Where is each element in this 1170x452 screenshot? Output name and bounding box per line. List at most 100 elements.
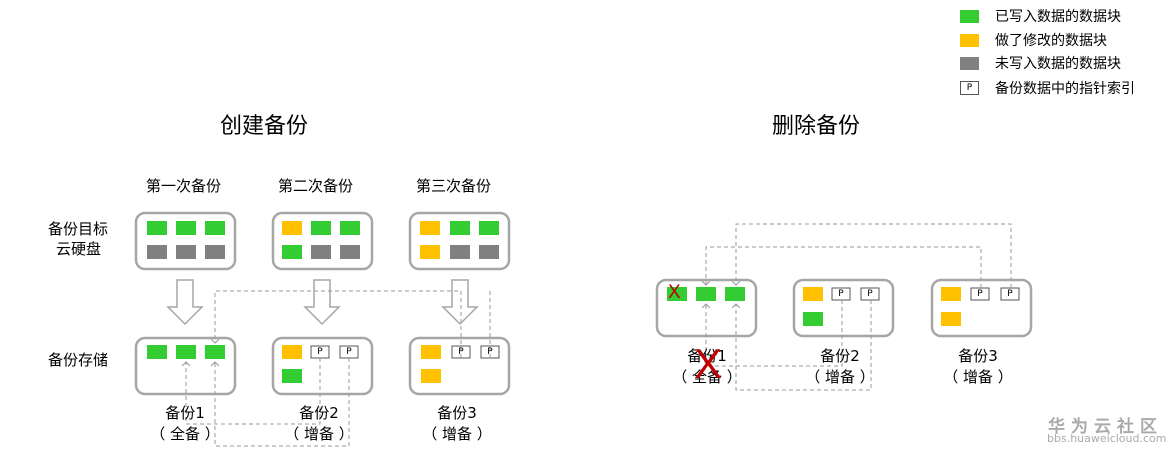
data-block	[147, 221, 167, 235]
data-block	[176, 345, 196, 359]
backup-caption-2: 备份2 （ 增备 ）	[279, 403, 359, 445]
data-block	[941, 312, 961, 326]
backup-name: 备份1	[687, 347, 727, 365]
data-block	[421, 369, 441, 383]
delete-caption-2: 备份2 （ 增备 ）	[800, 346, 880, 388]
backup-arrow-1	[166, 279, 204, 326]
pointer-label: P	[867, 289, 873, 299]
data-block	[205, 221, 225, 235]
backup-name: 备份1	[165, 404, 205, 422]
pointer-swatch: P	[960, 81, 979, 95]
pointer-label: P	[838, 289, 844, 299]
legend-item-written: 已写入数据的数据块	[960, 6, 1121, 26]
row-label-storage: 备份存储	[48, 351, 109, 369]
backup-type: （ 增备 ）	[284, 425, 354, 443]
data-block	[421, 345, 441, 359]
backup-caption-3: 备份3 （ 增备 ）	[417, 403, 497, 445]
pointer-label: P	[317, 347, 323, 357]
legend-label: 未写入数据的数据块	[995, 56, 1121, 72]
data-block	[282, 221, 302, 235]
delete-backup-title: 删除备份	[772, 114, 861, 139]
watermark-url: bbs.huaweicloud.com	[1047, 432, 1167, 445]
backup-type: （ 增备 ）	[805, 368, 875, 386]
legend-item-pointer: P 备份数据中的指针索引	[960, 78, 1135, 98]
backup-arrow-3	[441, 279, 479, 326]
data-block	[340, 245, 360, 259]
pointer-block	[831, 287, 851, 301]
data-block	[803, 287, 823, 301]
backup-type: （ 全备 ）	[672, 368, 742, 386]
delete-caption-3: 备份3 （ 增备 ）	[938, 346, 1018, 388]
data-block	[340, 221, 360, 235]
legend-item-unwritten: 未写入数据的数据块	[960, 53, 1121, 73]
data-block	[205, 245, 225, 259]
delete-caption-1: 备份1 （ 全备 ）	[667, 346, 747, 388]
data-block	[205, 345, 225, 359]
backup-caption-1: 备份1 （ 全备 ）	[145, 403, 225, 445]
data-block	[667, 287, 687, 301]
backup-name: 备份2	[820, 347, 860, 365]
backup-name: 备份2	[299, 404, 339, 422]
column-label-first: 第一次备份	[146, 177, 222, 195]
pointer-block	[860, 287, 880, 301]
legend-label: 已写入数据的数据块	[995, 9, 1121, 25]
data-block	[311, 245, 331, 259]
data-block	[176, 221, 196, 235]
data-block	[282, 245, 302, 259]
disk-frame-1	[134, 211, 237, 271]
disk-frame-3	[408, 211, 511, 271]
data-block	[803, 312, 823, 326]
data-block	[176, 245, 196, 259]
legend-label: 备份数据中的指针索引	[995, 81, 1135, 97]
pointer-label: P	[977, 289, 983, 299]
column-label-second: 第二次备份	[278, 177, 354, 195]
delete-frame-2	[792, 278, 895, 338]
data-block	[282, 345, 302, 359]
backup-type: （ 全备 ）	[150, 425, 220, 443]
pointer-label: P	[1007, 289, 1013, 299]
backup-type: （ 增备 ）	[422, 425, 492, 443]
data-block	[450, 245, 470, 259]
pointer-links-create	[186, 290, 491, 447]
pointer-links-delete	[706, 223, 1012, 391]
data-block	[282, 369, 302, 383]
row-label-disk-line1: 备份目标	[48, 220, 109, 238]
delete-mark-small: X	[668, 282, 681, 303]
disk-frame-2	[271, 211, 374, 271]
data-block	[450, 221, 470, 235]
data-block	[420, 245, 440, 259]
delete-mark-large: X	[694, 340, 723, 387]
data-block	[725, 287, 745, 301]
data-block	[147, 245, 167, 259]
pointer-block	[1000, 287, 1020, 301]
unwritten-swatch	[960, 56, 979, 70]
data-block	[941, 287, 961, 301]
legend-label: 做了修改的数据块	[995, 33, 1107, 49]
storage-frame-1	[134, 336, 237, 396]
row-label-disk-line2: 云硬盘	[56, 240, 102, 258]
data-block	[696, 287, 716, 301]
storage-frame-3	[408, 336, 511, 396]
pointer-label: P	[487, 347, 493, 357]
modified-swatch	[960, 33, 979, 47]
data-block	[147, 345, 167, 359]
create-backup-title: 创建备份	[220, 114, 309, 139]
watermark-brand: 华为云社区	[1048, 417, 1163, 437]
pointer-block	[970, 287, 990, 301]
pointer-label: P	[346, 347, 352, 357]
legend-item-modified: 做了修改的数据块	[960, 30, 1107, 50]
backup-name: 备份3	[958, 347, 998, 365]
pointer-label: P	[458, 347, 464, 357]
data-block	[479, 245, 499, 259]
data-block	[420, 221, 440, 235]
delete-frame-3	[930, 278, 1033, 338]
data-block	[311, 221, 331, 235]
written-swatch	[960, 9, 979, 23]
storage-frame-2	[271, 336, 374, 396]
backup-name: 备份3	[437, 404, 477, 422]
backup-arrow-2	[303, 279, 341, 326]
column-label-third: 第三次备份	[416, 177, 492, 195]
backup-type: （ 增备 ）	[943, 368, 1013, 386]
data-block	[479, 221, 499, 235]
